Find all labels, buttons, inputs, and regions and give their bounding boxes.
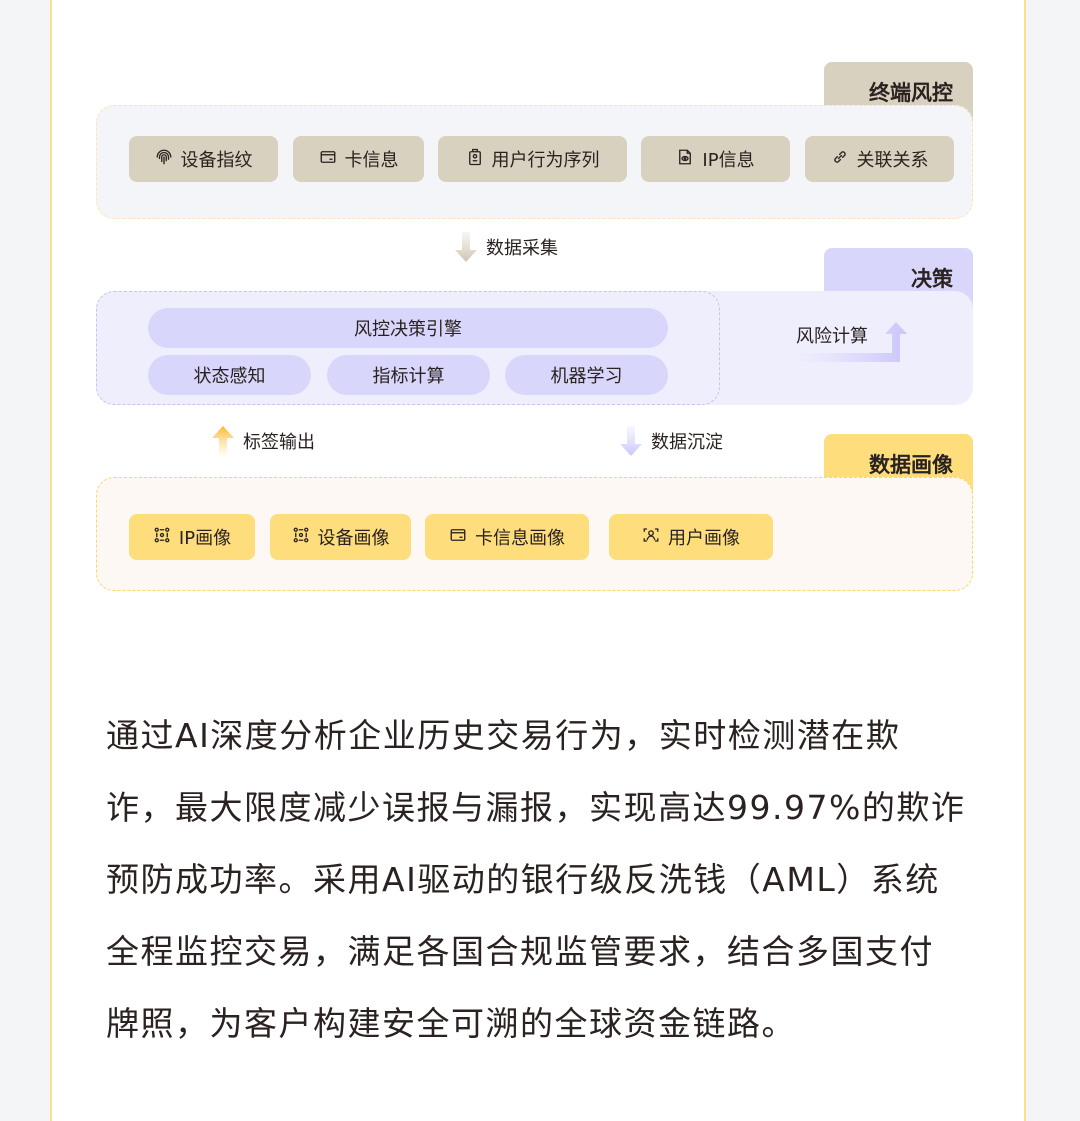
flow-label: 数据采集 (486, 238, 558, 259)
description-line: 预防成功率。采用AI驱动的银行级反洗钱（AML）系统 (106, 860, 940, 899)
description-line: 诈，最大限度减少误报与漏报，实现高达99.97%的欺诈 (106, 788, 966, 827)
description-line: 牌照，为客户构建安全可溯的全球资金链路。 (106, 1004, 796, 1043)
chip-label: 卡信息画像 (475, 528, 565, 549)
description-line: 通过AI深度分析企业历史交易行为，实时检测潜在欺 (106, 716, 901, 755)
chip-label: 用户行为序列 (491, 150, 600, 171)
chip-device-fingerprint: 设备指纹 (129, 136, 278, 182)
chip-label: 设备画像 (317, 528, 390, 549)
chip-label: 卡信息 (344, 150, 399, 171)
card-icon (319, 148, 337, 171)
module-metric-calculation: 指标计算 (327, 355, 490, 395)
node-grid-icon (292, 526, 310, 549)
user-scan-icon (642, 526, 660, 549)
tab-label: 终端风控 (869, 81, 953, 105)
flow-data-settle: 数据沉淀 (619, 426, 723, 456)
flow-label: 数据沉淀 (651, 432, 723, 453)
chip-label: IP信息 (702, 150, 755, 171)
chip-label: IP画像 (178, 528, 232, 549)
decision-engine-group (96, 291, 720, 405)
chip-label: 关联关系 (856, 150, 929, 171)
chip-label: 用户画像 (668, 528, 740, 549)
engine-label: 风控决策引擎 (354, 319, 462, 340)
chip-ip-profile: IP画像 (129, 514, 255, 560)
chip-user-profile: 用户画像 (609, 514, 773, 560)
chip-label: 设备指纹 (180, 150, 253, 171)
risk-calc-label: 风险计算 (796, 326, 868, 347)
module-machine-learning: 机器学习 (505, 355, 668, 395)
chip-card-info: 卡信息 (293, 136, 424, 182)
module-label: 机器学习 (550, 366, 623, 387)
tab-label: 决策 (911, 267, 953, 291)
fingerprint-icon (155, 148, 173, 171)
arrow-up-turn-icon (796, 320, 910, 368)
card-icon (449, 526, 467, 549)
chip-device-profile: 设备画像 (270, 514, 411, 560)
node-grid-icon (153, 526, 171, 549)
module-label: 指标计算 (372, 366, 445, 387)
description-line: 全程监控交易，满足各国合规监管要求，结合多国支付 (106, 932, 934, 971)
description-paragraph: 通过AI深度分析企业历史交易行为，实时检测潜在欺 诈，最大限度减少误报与漏报，实… (106, 700, 996, 1060)
tab-label: 数据画像 (869, 453, 953, 477)
module-label: 状态感知 (193, 366, 266, 387)
arrow-down-icon (454, 232, 478, 262)
flow-label: 标签输出 (243, 432, 315, 453)
chip-user-behavior-sequence: 用户行为序列 (438, 136, 627, 182)
risk-calculation: 风险计算 (796, 320, 916, 364)
chip-association: 关联关系 (805, 136, 954, 182)
risk-decision-engine: 风控决策引擎 (148, 308, 668, 348)
module-state-awareness: 状态感知 (148, 355, 311, 395)
chip-card-info-profile: 卡信息画像 (425, 514, 589, 560)
id-badge-icon (466, 148, 484, 171)
chip-ip-info: IP信息 (641, 136, 790, 182)
arrow-up-icon (211, 426, 235, 456)
flow-tag-output: 标签输出 (211, 426, 315, 456)
arrow-down-icon (619, 426, 643, 456)
flow-data-collection: 数据采集 (454, 232, 558, 262)
link-icon (831, 148, 849, 171)
file-eye-icon (676, 148, 694, 171)
